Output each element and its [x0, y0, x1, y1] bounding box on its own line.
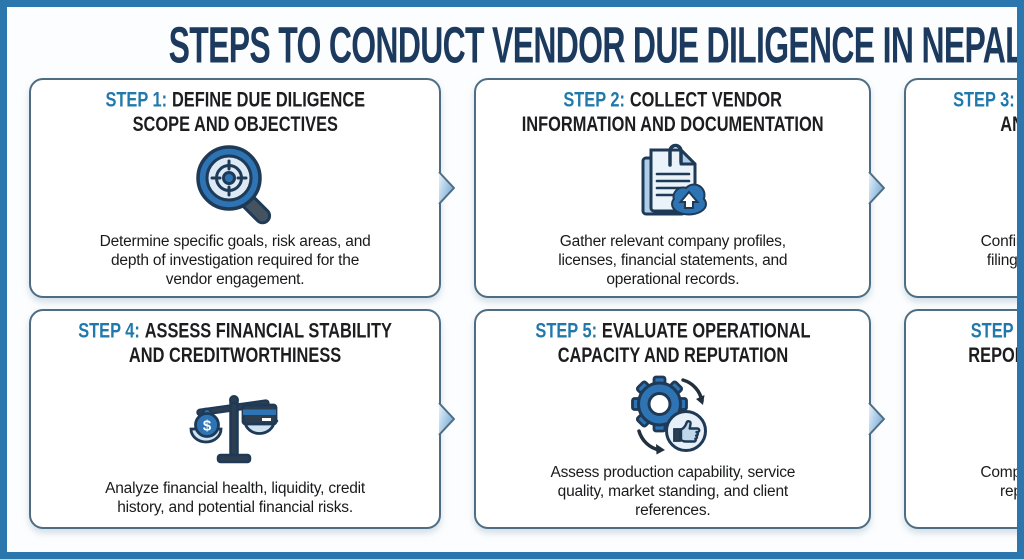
step-description: Assess production capability, service qu…: [550, 463, 796, 520]
step-number-label: STEP 4:: [78, 318, 140, 343]
arrow-right-icon: [438, 171, 456, 205]
step-title-line1: EVALUATE OPERATIONAL: [601, 318, 811, 343]
step-title: STEP 5:EVALUATE OPERATIONAL CAPACITY AND…: [535, 318, 811, 368]
step-card-5: STEP 5:EVALUATE OPERATIONAL CAPACITY AND…: [474, 309, 886, 529]
step-title-line2: INFORMATION AND DOCUMENTATION: [521, 111, 824, 137]
step-title: STEP 3: VERIFY LEGAL REGISTRATION AND COM…: [953, 87, 1024, 137]
steps-grid: STEP 1:DEFINE DUE DILIGENCE SCOPE AND OB…: [7, 78, 1017, 529]
step-title-line1: VERIFY LEGAL REGISTRATION: [1020, 88, 1024, 112]
step-title-line2: SCOPE AND OBJECTIVES: [132, 111, 338, 137]
step-title-line2: AND CREDITWORTHINESS: [128, 342, 342, 368]
page-title: STEPS TO CONDUCT VENDOR DUE DILIGENCE IN…: [168, 15, 1024, 74]
step-title-line2: REPORT AND RECOMMENDATIONS: [968, 342, 1017, 368]
step-card-2: STEP 2:COLLECT VENDOR INFORMATION AND DO…: [474, 78, 886, 298]
step-title-line1: DEFINE DUE DILIGENCE: [171, 87, 365, 112]
step-card-6: STEP 6:PREPARE DUE DILIGENCE REPORT AND …: [904, 309, 1024, 529]
step-title: STEP 1:DEFINE DUE DILIGENCE SCOPE AND OB…: [105, 87, 365, 137]
balance-scale-icon: $: [183, 375, 287, 471]
step-number-label: STEP 6:: [970, 318, 1017, 343]
step-title-line2: CAPACITY AND REPUTATION: [557, 342, 789, 368]
arrow-right-icon: [868, 402, 886, 436]
step-title: STEP 4:ASSESS FINANCIAL STABILITY AND CR…: [78, 318, 392, 368]
document-upload-icon: [623, 136, 723, 232]
step-card-3: STEP 3: VERIFY LEGAL REGISTRATION AND COM…: [904, 78, 1024, 298]
arrow-right-icon: [868, 171, 886, 205]
step-title-line2: AND COMPLIANCE STATUS: [1000, 111, 1024, 137]
arrow-right-icon: [438, 402, 456, 436]
step-number-label: STEP 1:: [105, 87, 167, 112]
step-description: Determine specific goals, risk areas, an…: [99, 232, 371, 289]
step-title: STEP 6:PREPARE DUE DILIGENCE REPORT AND …: [968, 318, 1017, 368]
step-number-label: STEP 3:: [953, 87, 1016, 112]
step-description: Gather relevant company profiles, licens…: [558, 232, 788, 289]
step-number-label: STEP 5:: [535, 318, 597, 343]
step-card-1: STEP 1:DEFINE DUE DILIGENCE SCOPE AND OB…: [29, 78, 456, 298]
step-description: Confirm valid business registration, tax…: [980, 232, 1021, 270]
step-title-line1: COLLECT VENDOR: [629, 87, 783, 112]
magnifier-target-icon: [185, 136, 285, 232]
step-number-label: STEP 2:: [563, 87, 626, 112]
step-card-4: STEP 4:ASSESS FINANCIAL STABILITY AND CR…: [29, 309, 456, 529]
step-description: Analyze financial health, liquidity, cre…: [105, 479, 366, 516]
step-title: STEP 2:COLLECT VENDOR INFORMATION AND DO…: [521, 87, 824, 137]
svg-text:$: $: [203, 417, 212, 434]
step-title-line1: ASSESS FINANCIAL STABILITY: [144, 318, 392, 343]
gear-thumbsup-icon: [621, 367, 725, 463]
step-description: Compile findings into a comprehensive re…: [980, 463, 1024, 501]
